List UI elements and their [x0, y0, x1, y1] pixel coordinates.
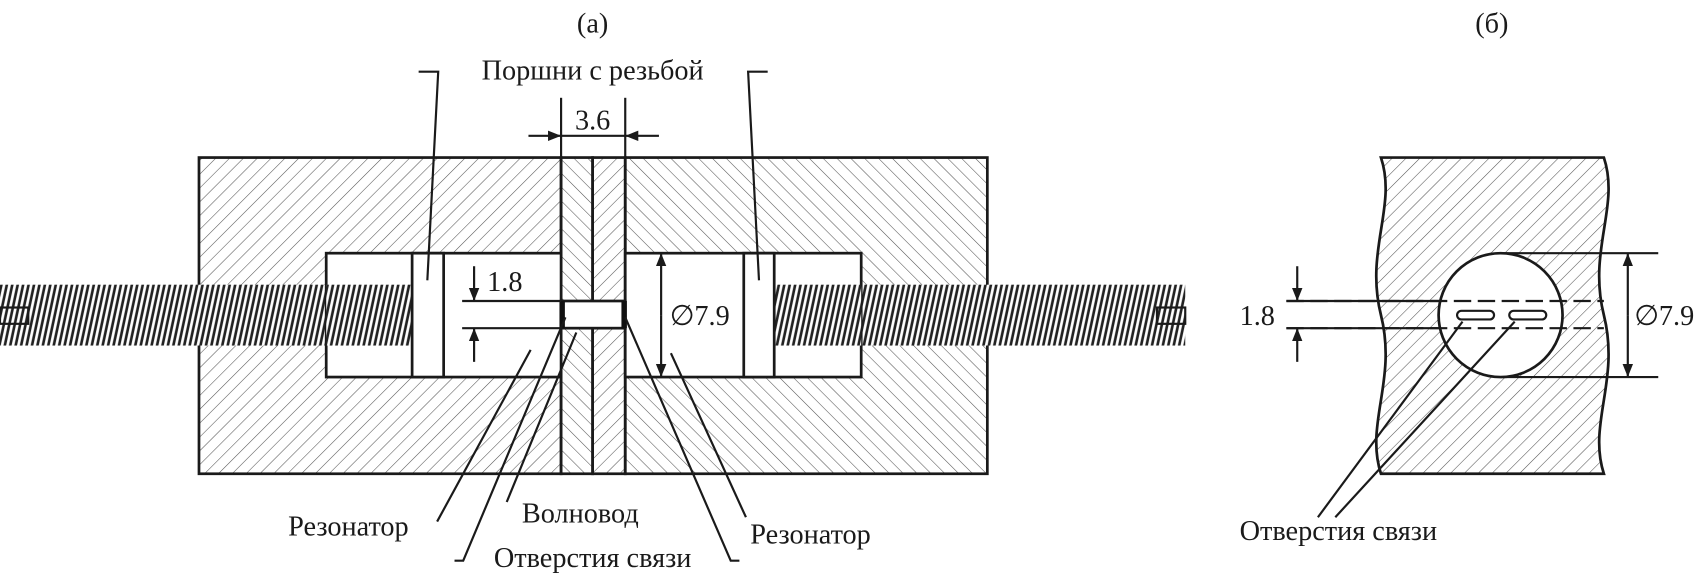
threaded-rod-right	[861, 284, 1186, 346]
panel-b: (б) 1.8 ∅7.9 Отверстия связи	[1240, 9, 1695, 547]
waveguide-slot	[559, 299, 627, 330]
panel-b-label: (б)	[1475, 9, 1508, 40]
diameter-dimension-b: ∅7.9	[1634, 301, 1694, 332]
diameter-dimension: ∅7.9	[670, 301, 730, 332]
panel-a-label: (а)	[577, 9, 608, 40]
coupling-holes-label-a: Отверстия связи	[494, 543, 691, 574]
pistons-label: Поршни с резьбой	[482, 55, 704, 86]
coupling-hole-left	[1455, 309, 1496, 321]
slot-dimension: 1.8	[487, 267, 522, 298]
slot-dimension-b: 1.8	[1240, 301, 1275, 332]
coupling-holes-label-b: Отверстия связи	[1240, 516, 1437, 547]
waveguide-label: Волновод	[522, 499, 639, 530]
resonator-left-label: Резонатор	[288, 512, 409, 543]
coupling-hole-right	[1508, 309, 1548, 321]
gap-dimension: 3.6	[575, 105, 610, 136]
threaded-rod-left	[0, 284, 327, 346]
panel-a: (а) 3.6 1.8	[0, 9, 1187, 574]
resonator-right-label: Резонатор	[750, 519, 871, 550]
